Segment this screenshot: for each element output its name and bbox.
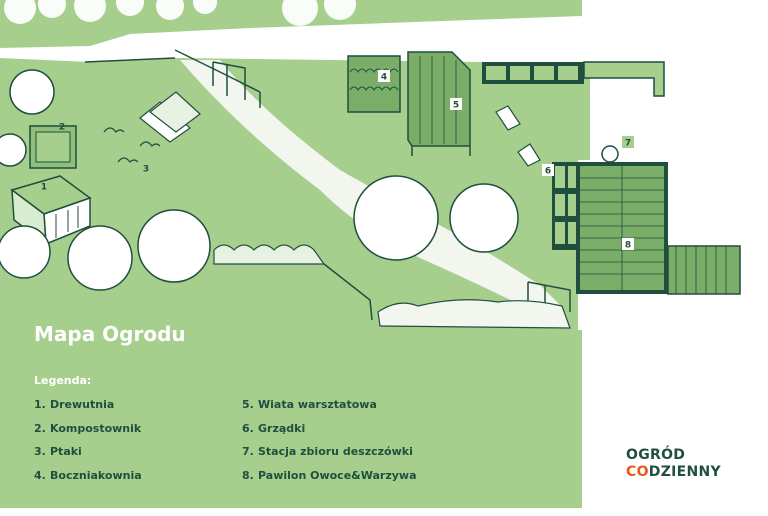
legend-item-compost: 2.Kompostownik <box>34 421 142 435</box>
legend-item-rain-station: 7.Stacja zbioru deszczówki <box>242 445 413 458</box>
map-marker-label: 6 <box>545 167 551 177</box>
map-marker-label: 4 <box>381 73 387 83</box>
legend-item-mushroom-house: 4.Boczniakownia <box>34 468 142 482</box>
legend-column-1: 1.Drewutnia 2.Kompostownik 3.Ptaki 4.Boc… <box>34 398 142 492</box>
map-title: Mapa Ogrodu <box>34 322 186 346</box>
hedge-lower <box>377 299 571 329</box>
legend-heading: Legenda: <box>34 374 92 387</box>
logo-rest: DZIENNY <box>648 464 721 480</box>
legend-item-beds: 6.Grządki <box>242 421 306 435</box>
fence <box>84 49 261 108</box>
deck-chairs <box>495 105 541 167</box>
legend-item-woodshed: 1.Drewutnia <box>34 398 115 411</box>
lawn <box>0 0 582 48</box>
garden-path <box>180 60 560 312</box>
top-trees <box>4 0 356 26</box>
legend-item-pavilion: 8.Pawilon Owoce&Warzywa <box>242 468 417 482</box>
map-marker-2: 2 <box>59 123 65 133</box>
map-marker-7: 7 <box>622 136 634 149</box>
logo-accent: CO <box>626 464 649 480</box>
legend-item-birds: 3.Ptaki <box>34 445 82 458</box>
workshop-shelter <box>407 51 471 156</box>
hedge <box>213 244 326 265</box>
map-marker-4: 4 <box>378 70 390 83</box>
benches <box>139 91 201 143</box>
map-marker-label: 7 <box>625 139 631 149</box>
border-line <box>323 263 373 321</box>
map-marker-label: 5 <box>453 101 459 111</box>
map-marker-5: 5 <box>450 98 462 111</box>
mushroom-house <box>347 55 401 113</box>
lawn <box>0 58 590 508</box>
map-marker-label: 2 <box>59 123 65 133</box>
legend-item-workshop: 5.Wiata warsztatowa <box>242 398 377 411</box>
map-marker-6: 6 <box>542 164 554 177</box>
rain-barrel <box>601 145 619 163</box>
compost <box>29 125 77 169</box>
map-marker-8: 8 <box>622 238 634 251</box>
map-marker-1: 1 <box>41 183 47 193</box>
number-markers: 1 2 3 4 5 6 7 8 <box>41 70 634 251</box>
legend-column-2: 5.Wiata warsztatowa 6.Grządki 7.Stacja z… <box>242 398 417 492</box>
trees <box>0 69 519 291</box>
map-marker-3: 3 <box>143 165 149 175</box>
map-marker-label: 1 <box>41 183 47 193</box>
birds <box>103 127 161 163</box>
map-marker-label: 3 <box>143 165 149 175</box>
logo-line-1: OGRÓD <box>626 447 686 463</box>
map-marker-label: 8 <box>625 241 631 251</box>
brand-logo: OGRÓD CODZIENNY <box>626 447 721 481</box>
pavilion <box>576 162 741 295</box>
top-beds <box>482 61 665 97</box>
